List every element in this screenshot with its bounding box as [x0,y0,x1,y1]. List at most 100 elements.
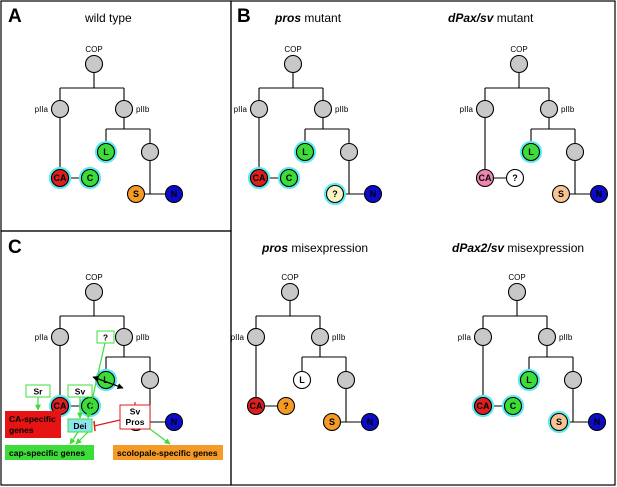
cap-genes-box [5,445,94,460]
cell-l [295,142,315,162]
cop-text: COP [281,273,298,282]
sv-pros-label-sv: Sv [130,407,141,417]
piib-cell [310,327,330,347]
neuron-precursor-cell [140,142,160,162]
cell-l-label: L [103,147,109,157]
sv-pros-box [119,404,151,430]
cell-ca [50,168,70,188]
cell-ca-label: CA [253,173,266,183]
cell-ca [249,168,269,188]
cell-s-label: S [556,417,562,427]
piib-text: pIIb [559,333,573,342]
panel-b-frame [230,0,616,486]
piib-text: pIIb [335,105,349,114]
piib-cell [114,327,134,347]
cell-l-label: L [528,147,534,157]
cell-l [519,370,539,390]
cell-n-label: N [370,189,377,199]
cell-ca [246,396,266,416]
cop-cell [507,282,527,302]
dei-box [67,418,93,433]
dpax-mutant-rest: mutant [493,11,534,25]
cop-cell [84,282,104,302]
dpax-mutant-italic: dPax/sv [448,11,495,25]
cell-c [276,396,296,416]
cell-l-label: L [103,375,109,385]
piia-text: pIIa [458,333,472,342]
piib-text: pIIb [136,105,150,114]
cell-n [589,184,609,204]
piib-cell [539,99,559,119]
panel-a-title: wild type [84,11,132,25]
pros-mutant-title: pros mutant [274,11,342,25]
dei-to-cap-genes-arrow [69,431,79,445]
dpax2-mis-rest: misexpression [504,241,584,255]
cell-n [164,184,184,204]
pros-mis-rest: misexpression [288,241,368,255]
piib-cell [537,327,557,347]
cell-l-label: L [302,147,308,157]
cell-c-label: ? [283,401,289,411]
neuron-precursor-cell [339,142,359,162]
cop-cell [280,282,300,302]
cell-s [322,412,342,432]
cell-ca-label: CA [250,401,263,411]
piia-text: pIIa [231,333,245,342]
panel-a-letter: A [8,6,22,27]
cell-l [521,142,541,162]
cell-ca-label: CA [54,401,67,411]
cell-c-label: C [87,173,94,183]
cell-s-label: S [133,189,139,199]
dei-to-cap-genes-arrow-2 [75,431,89,445]
cell-n-label: N [171,417,178,427]
cell-s-label: S [329,417,335,427]
piia-cell [249,99,269,119]
l-unknown-box [96,330,115,344]
cop-cell [509,54,529,74]
sv-label: Sv [75,387,86,397]
c-s-interaction-arrow [92,376,124,389]
cop-text: COP [85,45,102,54]
ca-genes-box [5,411,61,438]
cell-s [325,184,345,204]
cell-n-label: N [367,417,374,427]
cell-n-label: N [596,189,603,199]
pros-mutant-rest: mutant [301,11,342,25]
ca-genes-label-2: genes [9,425,34,435]
cop-cell [283,54,303,74]
piib-cell [313,99,333,119]
cell-s-label: ? [332,189,338,199]
cell-ca [473,396,493,416]
scolopale-genes-label: scolopale-specific genes [117,448,218,458]
sv-pros-to-scolopale-arrow [149,428,171,445]
pros-mutant-italic: pros [274,11,301,25]
cell-l-label: L [299,375,305,385]
neuron-precursor-cell [140,370,160,390]
cell-ca-label: CA [477,401,490,411]
piia-text: pIIa [460,105,474,114]
panel-b-letter: B [237,6,251,27]
sr-label: Sr [34,387,44,397]
cell-n-label: N [594,417,601,427]
scolopale-genes-box [113,445,223,460]
cap-genes-label: cap-specific genes [9,448,85,458]
cell-c-label: C [510,401,517,411]
piia-cell [473,327,493,347]
dpax2-mis-italic: dPax2/sv [452,241,505,255]
dpax2-mis-title: dPax2/sv misexpression [452,241,584,255]
piia-cell [50,99,70,119]
cell-n [587,412,607,432]
sv-pros-label-pros: Pros [126,417,145,427]
piia-cell [475,99,495,119]
cell-c-label: ? [512,173,518,183]
dei-label: Dei [73,421,86,431]
piia-cell [246,327,266,347]
cell-ca [475,168,495,188]
cell-n [360,412,380,432]
